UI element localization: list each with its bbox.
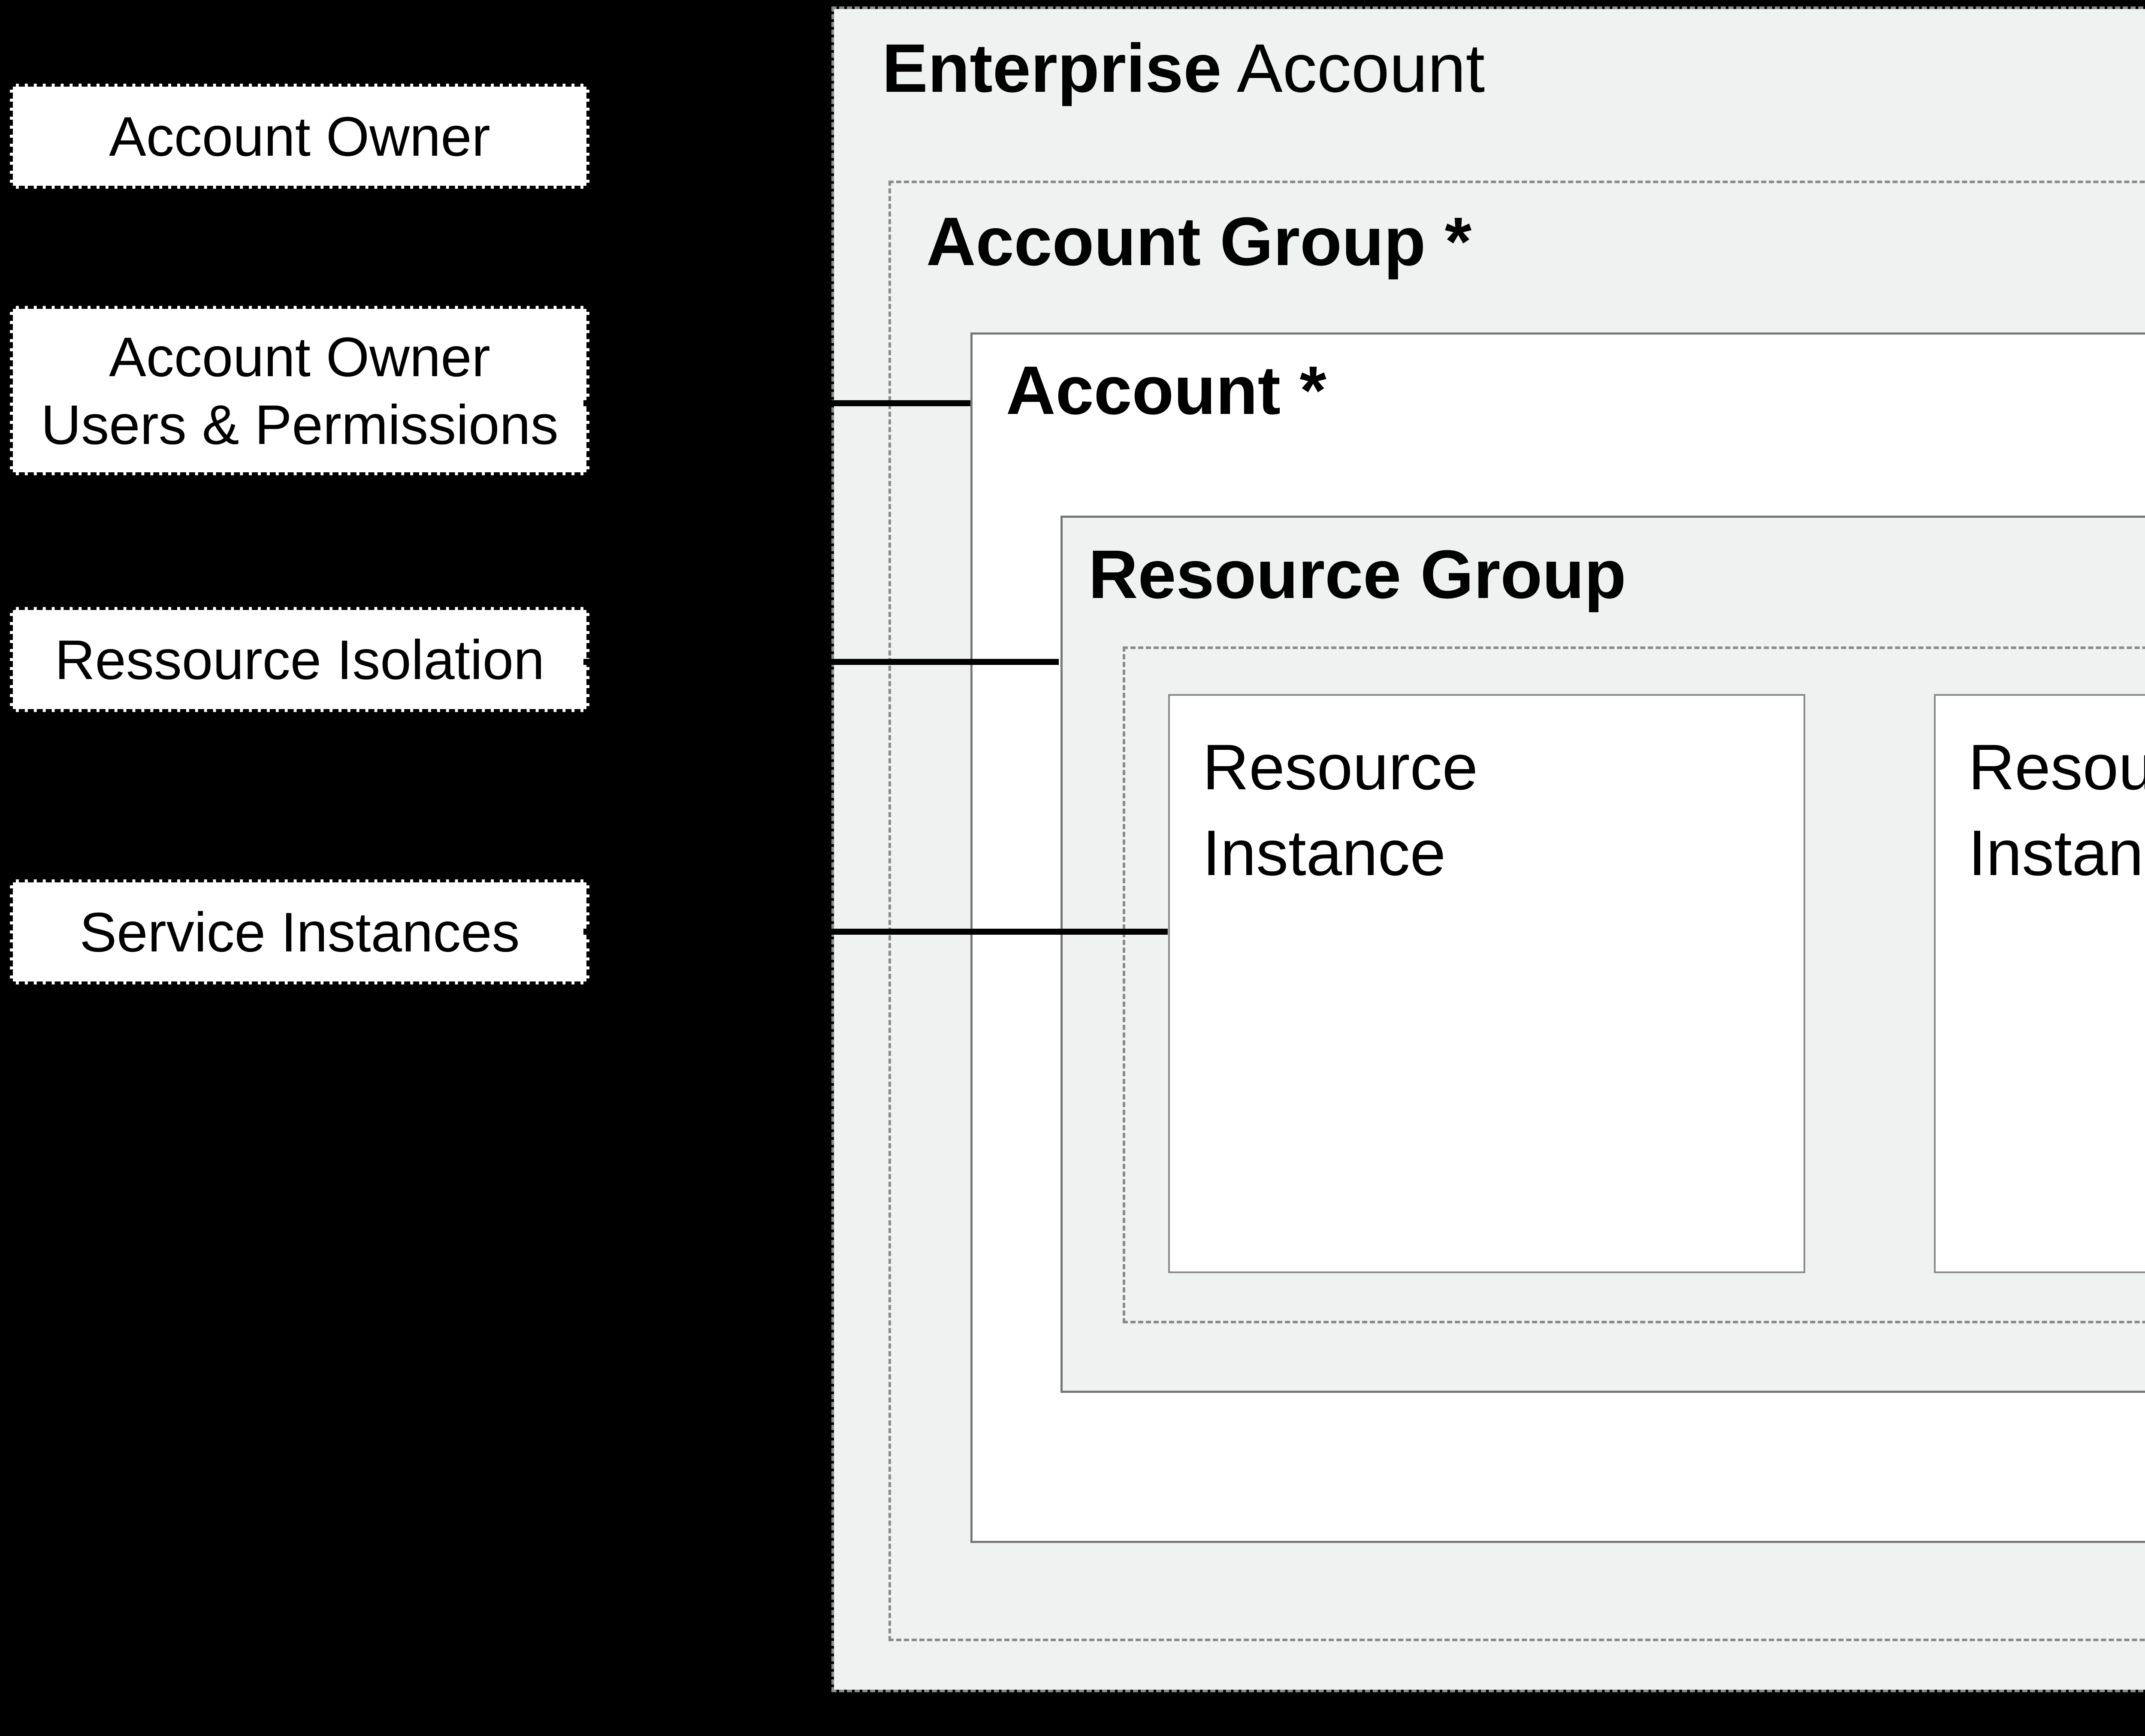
resource-group-title: Resource Group: [1088, 536, 1626, 613]
resource-instance-box-1: Resource Instance: [1168, 694, 1805, 1273]
resource-instance-label-line1: Resource: [1202, 731, 1478, 803]
account-group-box: Account Group * Account * Resource Group…: [888, 181, 2145, 1641]
side-label-account-owner-users-permissions: Account Owner Users & Permissions: [10, 306, 589, 475]
enterprise-title-regular: Account: [1221, 30, 1485, 106]
tag-region-box: Tag* Resource Instance Resource Instance: [1123, 646, 2145, 1323]
side-label-text: Service Instances: [79, 900, 520, 963]
resource-instance-label-line1: Resource: [1968, 731, 2145, 803]
side-label-text: Ressource Isolation: [54, 628, 545, 691]
side-label-text-line1: Account Owner: [109, 325, 490, 388]
resource-instance-label: Resource Instance: [1202, 724, 1478, 896]
account-title: Account *: [1006, 352, 1326, 429]
side-label-service-instances: Service Instances: [10, 879, 589, 984]
resource-instance-label: Resource Instance: [1968, 724, 2145, 896]
enterprise-account-box: Enterprise Account Account Group * Accou…: [831, 6, 2145, 1692]
enterprise-account-title: Enterprise Account: [882, 30, 1485, 106]
side-label-account-owner: Account Owner: [10, 84, 589, 189]
resource-instance-label-line2: Instance: [1202, 817, 1446, 889]
connector-service-instances-to-resource-instance: [583, 929, 1168, 935]
resource-group-box: Resource Group Tag* Resource Instance Re…: [1060, 516, 2145, 1393]
side-label-text-line2: Users & Permissions: [41, 393, 559, 456]
connector-users-permissions-to-account: [583, 400, 970, 406]
side-label-ressource-isolation: Ressource Isolation: [10, 607, 589, 712]
enterprise-title-bold: Enterprise: [882, 30, 1222, 106]
resource-instance-label-line2: Instance: [1968, 817, 2145, 889]
connector-resource-isolation-to-resource-group: [583, 659, 1059, 665]
account-group-title: Account Group *: [926, 203, 1472, 280]
resource-instance-box-2: Resource Instance: [1934, 694, 2145, 1273]
account-box: Account * Resource Group Tag* Resource I…: [970, 332, 2145, 1543]
side-label-text: Account Owner: [109, 105, 490, 168]
